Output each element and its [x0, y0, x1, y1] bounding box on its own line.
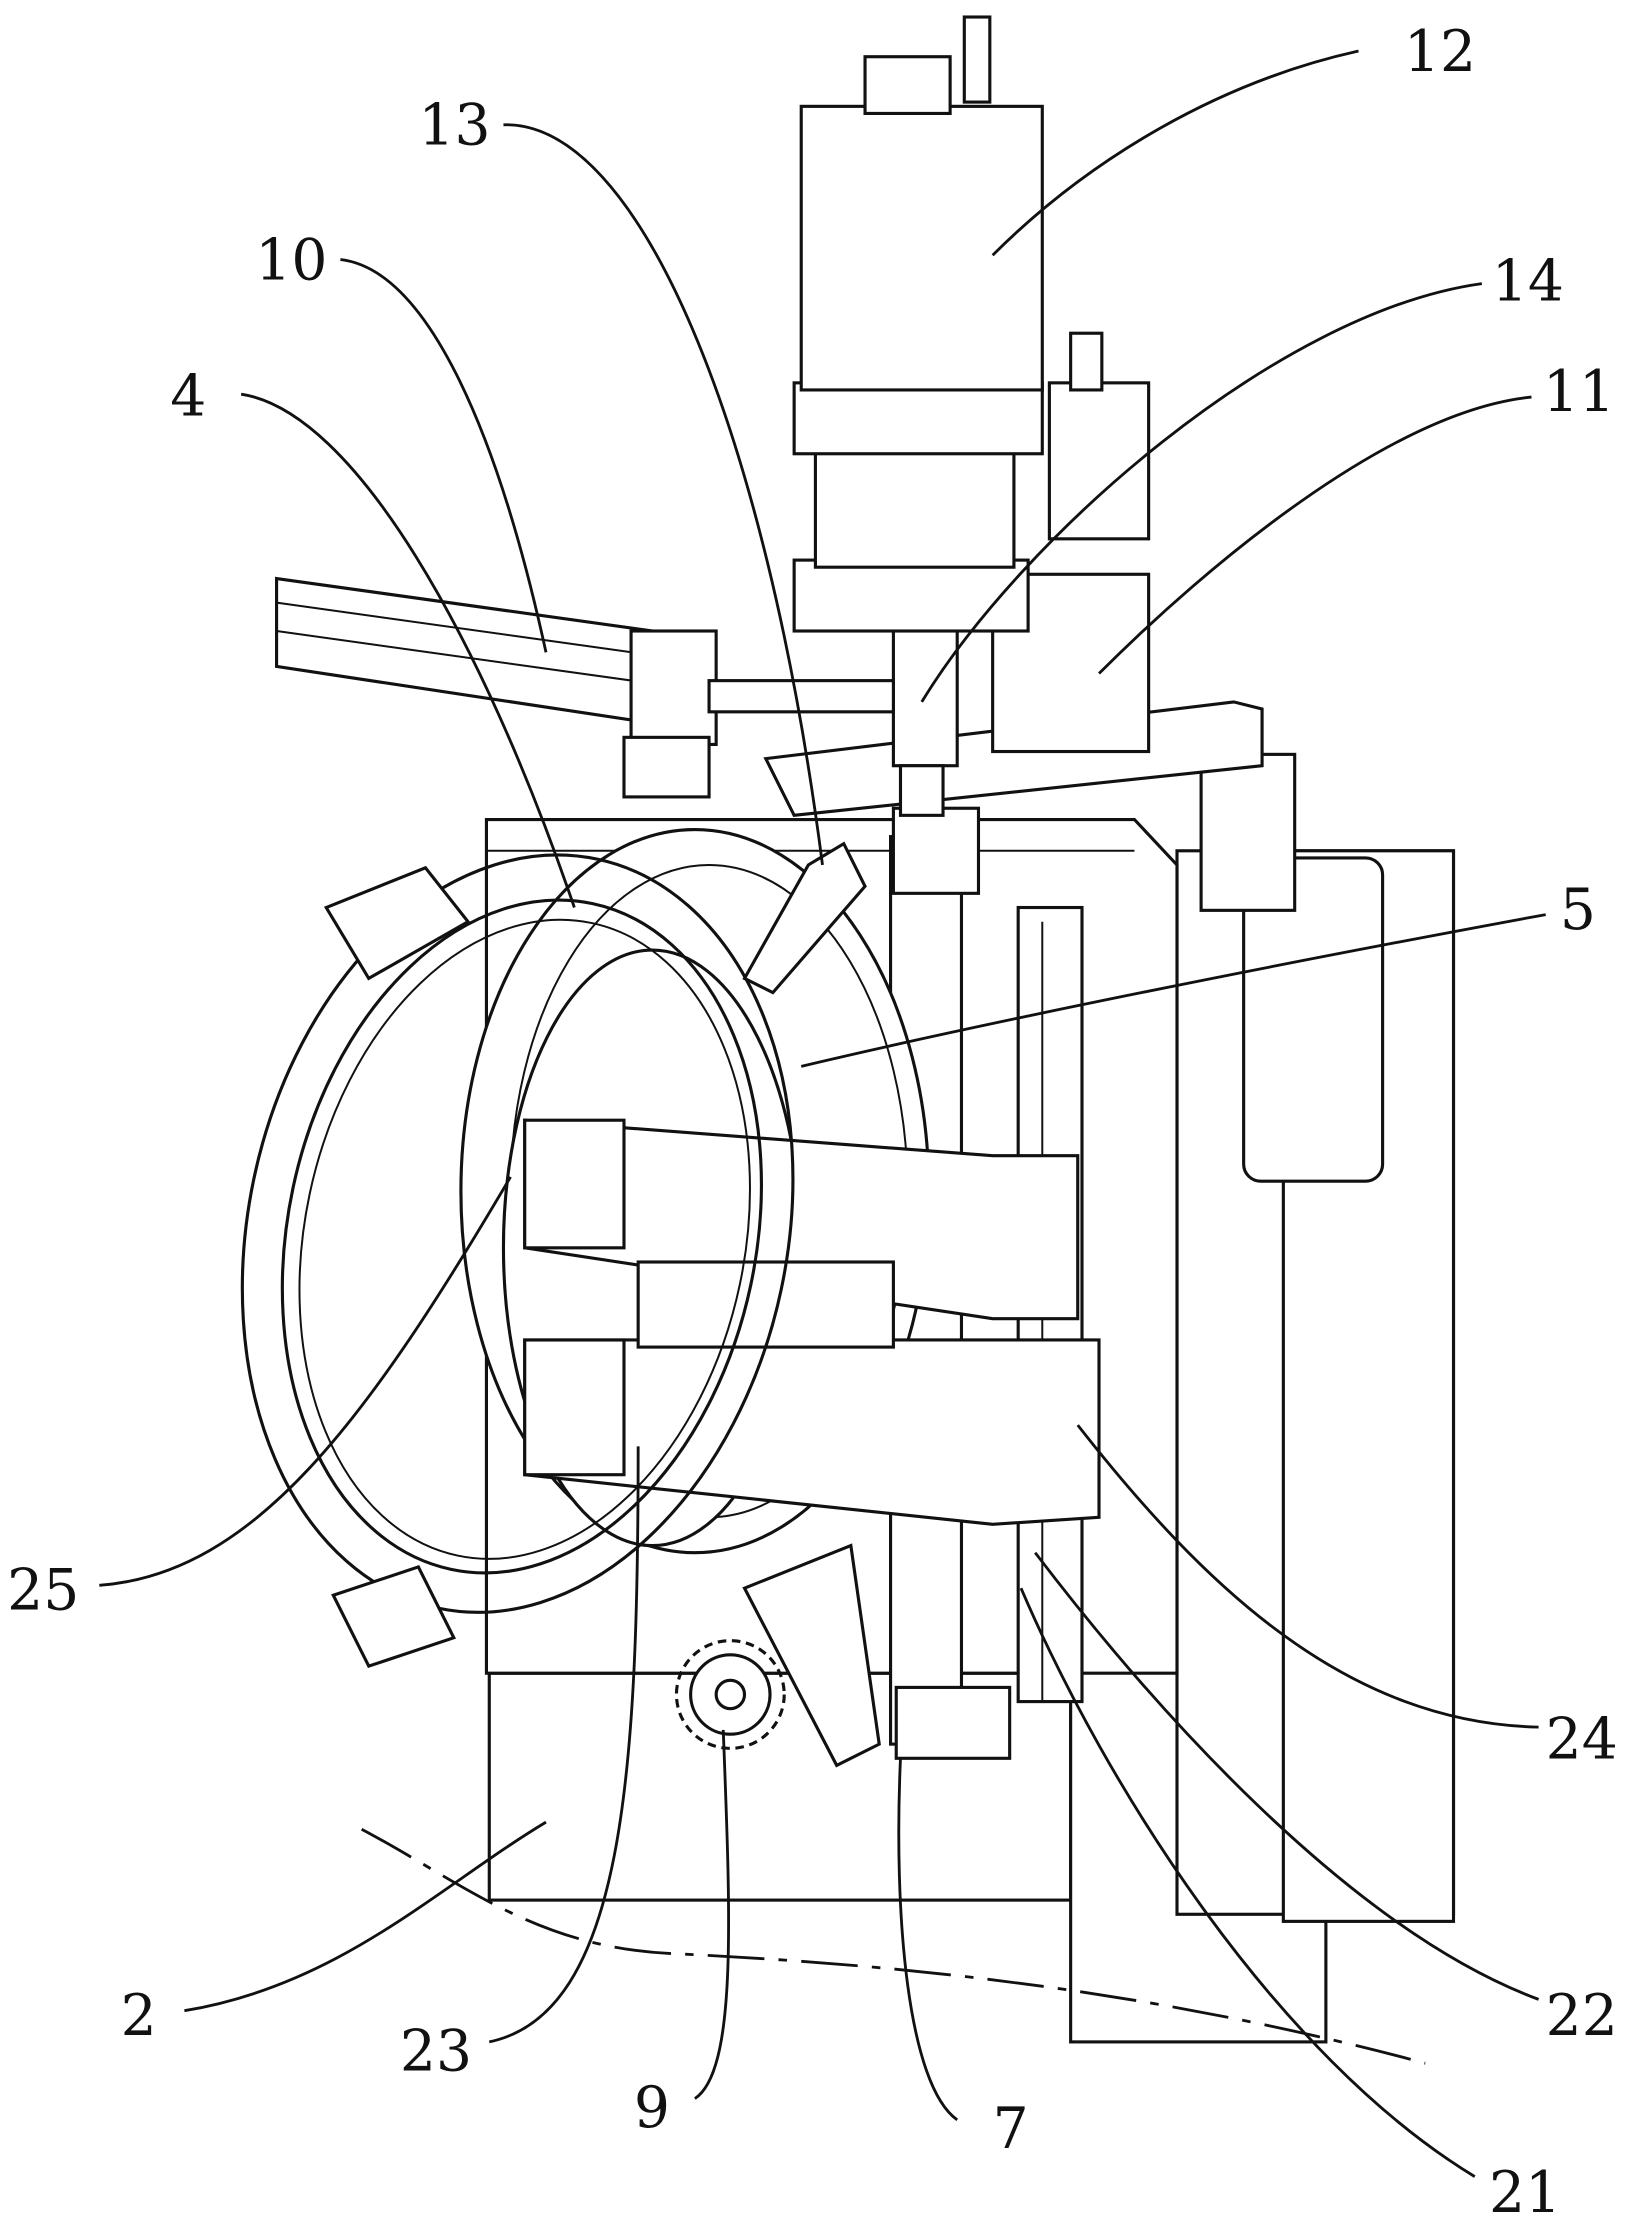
label-7: 7 [993, 2096, 1029, 2162]
label-10: 10 [255, 227, 327, 293]
label-21: 21 [1489, 2160, 1561, 2226]
label-24: 24 [1546, 1706, 1618, 1772]
label-23: 23 [400, 2018, 472, 2084]
label-12: 12 [1404, 19, 1476, 85]
label-14: 14 [1492, 249, 1564, 315]
label-22: 22 [1546, 1983, 1618, 2049]
label-9: 9 [634, 2075, 670, 2141]
label-5: 5 [1560, 877, 1596, 943]
label-13: 13 [418, 93, 490, 159]
side-plates [1177, 754, 1454, 1921]
label-25: 25 [7, 1557, 79, 1623]
label-4: 4 [170, 363, 206, 429]
label-2: 2 [121, 1983, 157, 2049]
label-11: 11 [1543, 359, 1615, 425]
